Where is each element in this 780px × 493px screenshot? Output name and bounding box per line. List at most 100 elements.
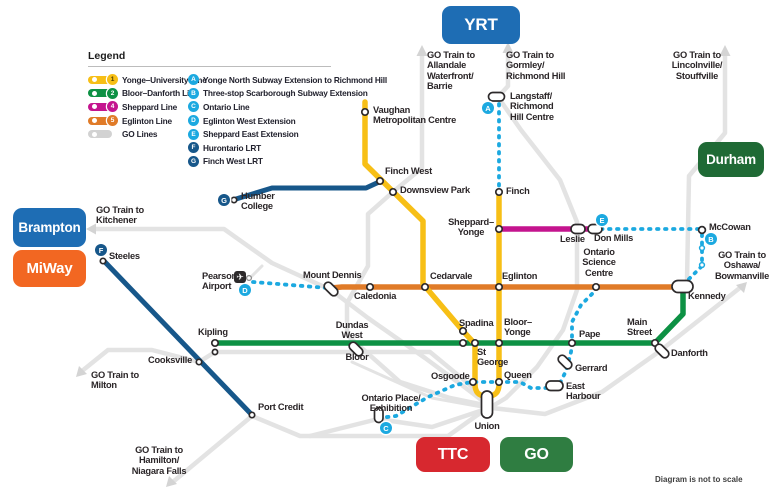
station-marker-eglinton: [494, 282, 504, 292]
go-line-lakeshore-west: [171, 406, 490, 484]
station-label-exhibition: Ontario Place/ Exhibition: [361, 393, 421, 414]
station-label-vaughan: Vaughan Metropolitan Centre: [373, 105, 457, 126]
go-label-oshawa: GO Train to Oshawa/ Bowmanville: [714, 250, 770, 281]
line-swatch-sheppard: [88, 102, 112, 111]
map-badge-b: B: [705, 233, 717, 245]
station-marker-pape: [567, 338, 577, 348]
scale-footnote: Diagram is not to scale: [655, 475, 743, 484]
station-label-mccowan: McCowan: [709, 222, 751, 232]
station-label-steeles: Steeles: [109, 251, 140, 261]
station-label-st-george: St George: [477, 347, 509, 368]
station-label-science-centre: Ontario Science Centre: [582, 247, 616, 278]
station-label-kennedy: Kennedy: [688, 291, 726, 301]
station-label-caledonia: Caledonia: [354, 291, 397, 301]
map-badge-c: C: [380, 422, 392, 434]
station-marker-east-harbour: [545, 380, 564, 392]
station-label-pearson: Pearson Airport: [202, 271, 237, 292]
station-label-cedarvale: Cedarvale: [430, 271, 473, 281]
legend-ext-d: D Eglinton West Extension: [188, 114, 387, 128]
go-label-barrie: GO Train to Allandale Waterfront/ Barrie: [427, 50, 475, 92]
station-marker-finch-west: [375, 176, 385, 186]
station-marker-st-george: [470, 338, 480, 348]
go-label-kitchener: GO Train to Kitchener: [96, 205, 144, 226]
ext-badge-c: C: [188, 101, 199, 113]
station-label-kipling: Kipling: [198, 327, 228, 337]
station-marker-humber-college: [230, 196, 238, 204]
station-marker-vaughan: [360, 107, 370, 117]
station-label-spadina: Spadina: [459, 318, 494, 328]
station-markers: [99, 91, 707, 424]
go-arrow-oshawa: [736, 282, 747, 293]
go-line-lakeshore-east: [489, 284, 744, 417]
station-marker-exhibition: [373, 406, 384, 424]
ext-scarborough: [687, 232, 704, 281]
station-marker-spadina-lower: [458, 338, 468, 348]
legend-ext-c: C Ontario Line: [188, 100, 387, 114]
station-marker-cedarvale: [420, 282, 430, 292]
legend-ext-f: F Hurontario LRT: [188, 141, 387, 155]
go-arrow-milton: [76, 366, 87, 377]
legend-item-sheppard: 4 Sheppard Line: [88, 100, 188, 114]
legend-title: Legend: [88, 50, 126, 62]
go-arrow-hamilton: [166, 476, 177, 487]
go-arrow-stouffville: [719, 45, 731, 56]
station-marker-gerrard: [557, 354, 573, 370]
badge-miway: MiWay: [13, 250, 86, 287]
station-label-langstaff: Langstaff/ Richmond Hill Centre: [510, 91, 554, 122]
station-marker-queen: [494, 377, 504, 387]
legend-item-bloor-danforth: 2 Bloor–Danforth Line: [88, 87, 199, 101]
line-hurontario-lrt: [101, 258, 255, 418]
line-number-2: 2: [107, 87, 118, 99]
station-label-downsview-park: Downsview Park: [400, 185, 470, 195]
line-number-5: 5: [107, 115, 118, 127]
station-label-danforth: Danforth: [671, 348, 708, 358]
go-line-kitchener: [90, 226, 487, 405]
station-label-main-street: Main Street: [627, 317, 652, 338]
station-marker-kipling-go: [211, 348, 219, 356]
station-label-union: Union: [474, 421, 500, 431]
ext-badge-a: A: [188, 74, 199, 86]
station-marker-caledonia: [365, 282, 375, 292]
legend-lines-column: 1 Yonge–University Line 2 Bloor–Danforth…: [88, 73, 207, 168]
station-marker-cooksville: [195, 358, 203, 366]
station-marker-downsview-park: [388, 187, 398, 197]
go-line-milton: [79, 347, 489, 403]
station-marker-spadina-upper: [458, 326, 468, 336]
line-eglinton: [328, 284, 686, 291]
map-badge-d: D: [239, 284, 251, 296]
go-arrow-richmond-hill: [502, 42, 514, 53]
station-marker-kennedy: [671, 279, 694, 294]
station-marker-dundas-west-bloor: [348, 341, 364, 357]
station-marker-science-centre: [591, 282, 601, 292]
legend-ext-e: E Sheppard East Extension: [188, 127, 387, 141]
map-badge-a: A: [482, 102, 494, 114]
legend-item-yonge-university: 1 Yonge–University Line: [88, 73, 207, 87]
station-label-mount-dennis: Mount Dennis: [303, 270, 362, 280]
line-swatch-eglinton: [88, 116, 112, 125]
line-finch-west-lrt: [233, 179, 382, 202]
station-marker-steeles: [99, 257, 107, 265]
go-label-milton: GO Train to Milton: [91, 370, 139, 391]
go-line-exhibition-corridor: [307, 406, 489, 439]
station-label-cooksville: Cooksville: [148, 355, 193, 365]
station-marker-scarborough-stop2: [698, 261, 706, 269]
ext-badge-e: E: [188, 128, 199, 140]
legend: Legend 1 Yonge–University Line 2 Bloor–D…: [88, 50, 388, 168]
map-badge-e: E: [596, 214, 608, 226]
station-marker-danforth: [654, 343, 670, 359]
legend-ext-b: B Three-stop Scarborough Subway Extensio…: [188, 87, 387, 101]
legend-item-go-lines: GO Lines: [88, 127, 188, 141]
station-label-queen: Queen: [504, 370, 532, 380]
station-marker-pearson-link: [245, 274, 253, 282]
ext-badge-f: F: [188, 142, 199, 154]
go-arrows: [76, 42, 747, 487]
station-marker-kipling: [210, 338, 220, 348]
go-arrow-kitchener: [86, 223, 96, 235]
station-label-east-harbour: East Harbour: [566, 381, 601, 402]
station-label-osgoode: Osgoode: [431, 371, 470, 381]
station-marker-union: [480, 390, 494, 419]
ext-badge-b: B: [188, 87, 199, 99]
go-label-hamilton: GO Train to Hamilton/ Niagara Falls: [131, 445, 187, 476]
badge-brampton: Brampton: [13, 208, 86, 247]
